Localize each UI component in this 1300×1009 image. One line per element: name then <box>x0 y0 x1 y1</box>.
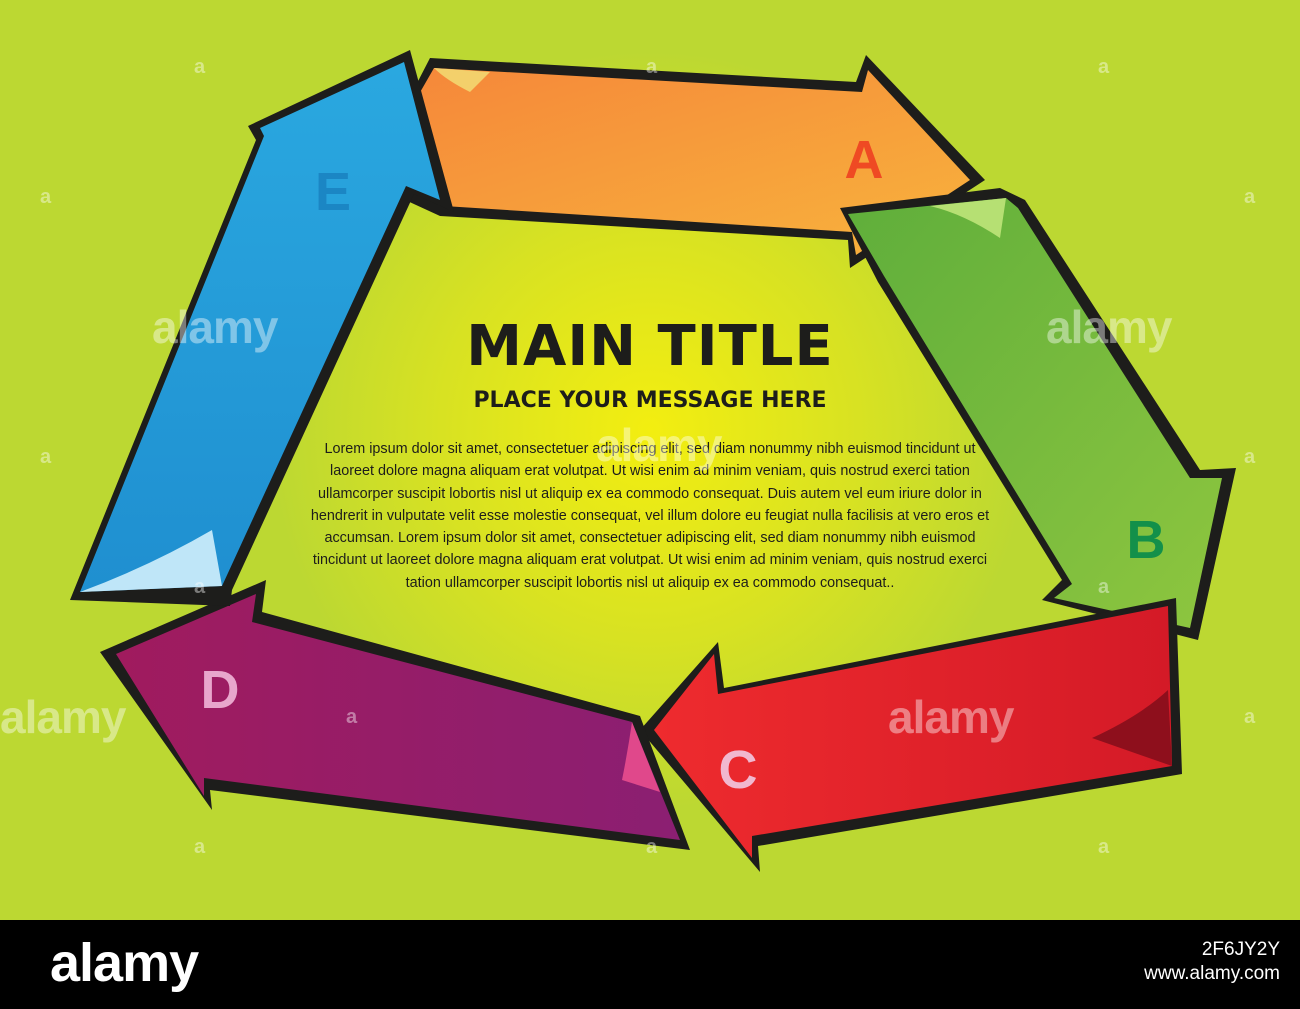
arrow-d-page-curl <box>622 722 660 792</box>
arrow-c-body <box>654 606 1172 858</box>
arrow-a-body <box>372 68 970 255</box>
arrow-b-label: B <box>1127 510 1166 570</box>
arrow-c-page-curl <box>1092 690 1172 766</box>
diagram-stage: A B C D E MAIN TI <box>0 0 1300 920</box>
arrow-e-label: E <box>315 162 351 222</box>
arrow-b-body <box>848 198 1222 628</box>
cycle-diagram: A B C D E <box>0 0 1300 920</box>
main-title: MAIN TITLE <box>466 314 834 379</box>
arrow-b: B <box>840 188 1236 640</box>
arrow-e-body <box>80 62 440 592</box>
arrow-d-label: D <box>201 660 240 720</box>
alamy-logo: alamy <box>50 933 199 993</box>
arrow-e: E <box>70 50 454 606</box>
arrow-d: D <box>100 580 690 850</box>
arrow-c-label: C <box>719 740 758 800</box>
image-id-code: 2F6JY2Y <box>1201 939 1280 960</box>
arrow-e-page-curl <box>80 530 222 592</box>
arrow-c: C <box>640 598 1182 872</box>
arrow-b-page-curl <box>930 198 1006 238</box>
image-id: 2F6JY2Y www.alamy.com <box>1120 938 1280 986</box>
footer-bar: alamy 2F6JY2Y www.alamy.com <box>0 920 1300 1009</box>
arrow-a-label: A <box>845 130 884 190</box>
arrow-d-body <box>116 594 680 840</box>
arrow-a: A <box>366 55 985 268</box>
body-paragraph: Lorem ipsum dolor sit amet, consectetuer… <box>310 441 990 591</box>
arrow-a-page-curl <box>434 68 490 92</box>
message-subtitle: PLACE YOUR MESSAGE HERE <box>473 388 827 413</box>
image-url: www.alamy.com <box>1144 963 1280 984</box>
